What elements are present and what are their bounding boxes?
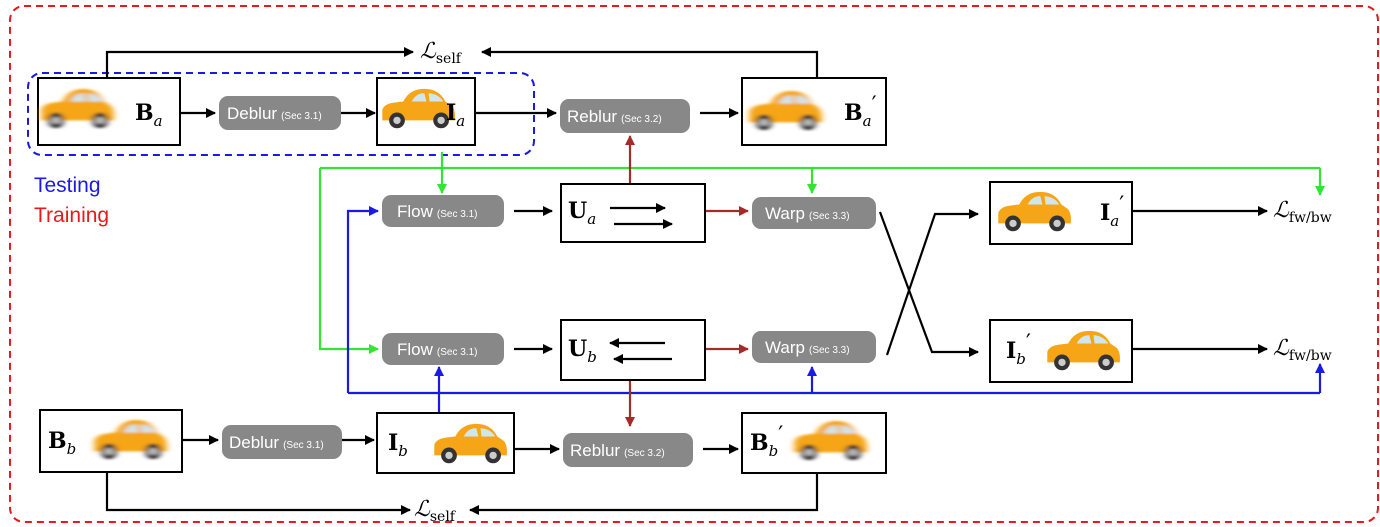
arrow-Bpa-to-lself (481, 47, 819, 78)
arrow-Bpb-to-lself (469, 472, 819, 515)
svg-text:Ib: Ib (388, 430, 408, 460)
module-flow-a: Flow(Sec 3.1) (382, 195, 504, 227)
backward-arrows-icon (609, 338, 672, 364)
legend-training: Training (34, 204, 109, 227)
forward-arrows-icon (610, 203, 673, 229)
svg-text:Deblur(Sec 3.1): Deblur(Sec 3.1) (227, 104, 322, 123)
svg-text:Ba′: Ba′ (844, 93, 877, 130)
svg-text:Ia′: Ia′ (1100, 193, 1124, 230)
svg-text:Deblur(Sec 3.1): Deblur(Sec 3.1) (229, 433, 324, 452)
module-flow-b: Flow(Sec 3.1) (382, 333, 504, 365)
node-Ba: Ba (37, 77, 181, 146)
svg-text:Ib′: Ib′ (1006, 331, 1031, 368)
loss-fwbw-b: ℒfw/bw (1273, 336, 1332, 364)
module-deblur-a: Deblur(Sec 3.1) (219, 96, 341, 130)
module-warp-b: Warp(Sec 3.3) (752, 331, 876, 363)
svg-text:Warp(Sec 3.3): Warp(Sec 3.3) (765, 338, 850, 357)
node-Ua: Ua (560, 183, 706, 243)
arrow-warpa-to-Ipb (878, 211, 979, 357)
node-Bb: Bb (39, 409, 183, 473)
module-deblur-b: Deblur(Sec 3.1) (222, 425, 342, 459)
arrow-Bb-to-lself (105, 472, 411, 515)
module-reblur-b: Reblur(Sec 3.2) (563, 433, 693, 467)
node-Ipa: Ia′ (989, 181, 1133, 245)
svg-text:Flow(Sec 3.1): Flow(Sec 3.1) (397, 340, 477, 359)
svg-text:Warp(Sec 3.3): Warp(Sec 3.3) (765, 204, 850, 223)
node-Ia: Ia (376, 77, 476, 146)
arrow-bus-to-flowa (346, 206, 379, 393)
legend-testing: Testing (34, 174, 101, 197)
node-Ib: Ib (376, 412, 515, 474)
node-Bpa: Ba′ (741, 77, 887, 146)
loss-self-top: ℒself (420, 39, 463, 67)
arrow-warpb-to-Ipa (885, 209, 979, 356)
svg-text:Reblur(Sec 3.2): Reblur(Sec 3.2) (567, 107, 662, 126)
node-Ipb: Ib′ (989, 319, 1133, 383)
svg-text:Bb′: Bb′ (750, 423, 783, 460)
node-Bpb: Bb′ (741, 412, 887, 474)
svg-text:Flow(Sec 3.1): Flow(Sec 3.1) (397, 202, 477, 221)
module-reblur-a: Reblur(Sec 3.2) (560, 99, 690, 133)
svg-text:Reblur(Sec 3.2): Reblur(Sec 3.2) (570, 441, 665, 460)
module-warp-a: Warp(Sec 3.3) (752, 197, 876, 229)
svg-text:Ia: Ia (446, 100, 465, 130)
node-Ub: Ub (560, 319, 706, 381)
arrow-Ba-to-lself (105, 47, 414, 78)
svg-text:Ub: Ub (568, 336, 597, 366)
training-boundary (9, 5, 1379, 523)
loss-self-bottom: ℒself (414, 497, 457, 525)
svg-text:Ba: Ba (135, 100, 163, 130)
arrow-bus-to-flowb (318, 168, 379, 354)
svg-text:Bb: Bb (48, 428, 76, 458)
svg-text:Ua: Ua (568, 198, 596, 228)
loss-fwbw-a: ℒfw/bw (1273, 198, 1332, 226)
